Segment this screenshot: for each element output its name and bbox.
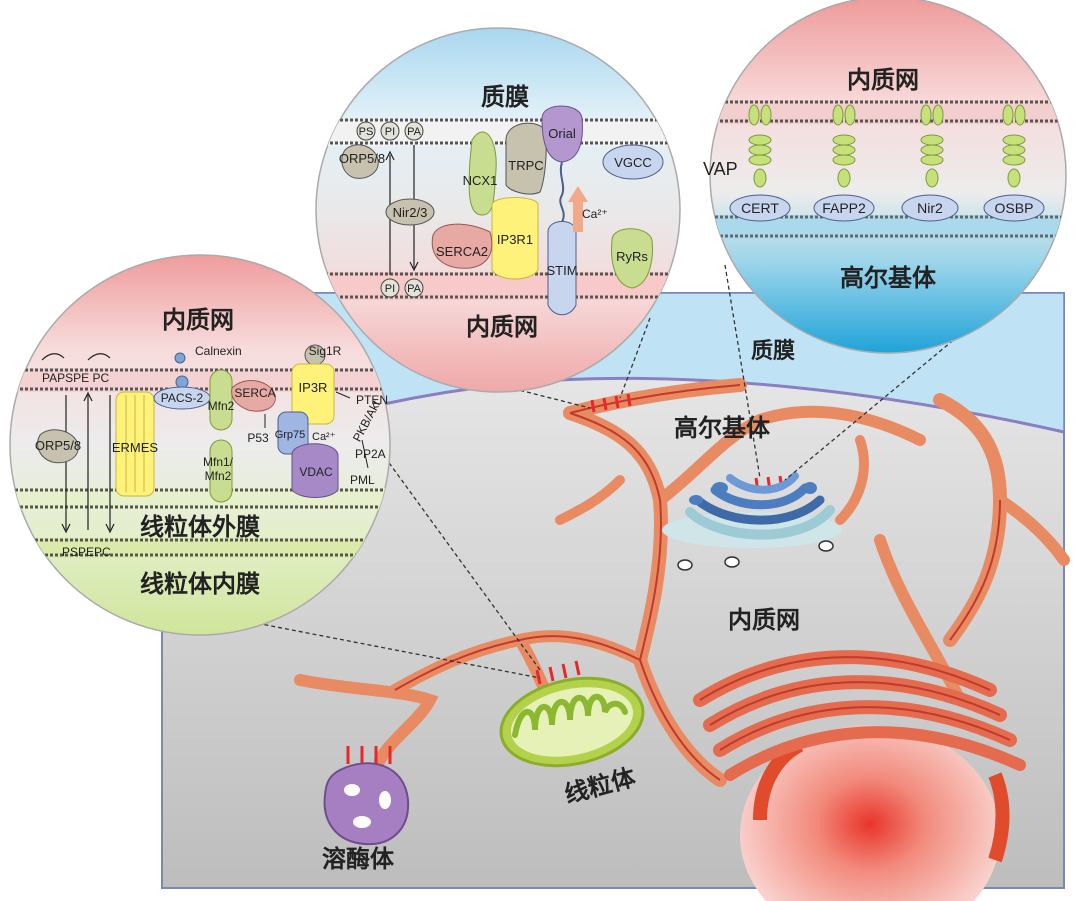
mito-panel-title-inner: 线粒体内膜	[140, 570, 260, 598]
lipid-pa-bottom: PA	[407, 283, 422, 295]
ip3r1-protein: IP3R1	[491, 197, 539, 280]
sig1r-label: Sig1R	[309, 344, 342, 358]
pten-label: PTEN	[356, 393, 388, 407]
sig1r-protein: Sig1R	[304, 344, 342, 366]
pp2a-label: PP2A	[355, 447, 386, 461]
vap-label: VAP	[703, 159, 738, 179]
serca-label: SERCA	[234, 386, 275, 400]
p53-label: P53	[247, 431, 269, 445]
grp75-protein: Grp75	[275, 411, 309, 455]
vap-stalk-1	[748, 104, 772, 188]
nir23-protein: Nir2/3	[385, 198, 435, 226]
connector-lines	[229, 264, 981, 679]
ryrs-protein: RyRs	[611, 228, 653, 289]
nir2-label: Nir2	[917, 200, 943, 216]
ermes-protein: ERMES	[112, 391, 159, 497]
serca-mito-protein: SERCA	[231, 380, 276, 412]
label-er: 内质网	[728, 606, 800, 634]
pm-er-panel: 质膜 内质网 PS PI PA PI PA ORP5/8	[315, 27, 681, 393]
pten-label-group: PTEN	[335, 391, 388, 407]
label-plasma-membrane: 质膜	[751, 339, 795, 364]
trpc-protein: TRPC	[505, 122, 547, 195]
orp58-mito-protein: ORP5/8	[35, 429, 81, 464]
cert-label: CERT	[741, 200, 779, 216]
pm-lipids-bottom: PI PA	[380, 278, 424, 298]
lysosome	[323, 762, 410, 846]
grp75-label: Grp75	[275, 429, 306, 441]
vap-stalk-4	[1002, 104, 1026, 188]
orp58-label: ORP5/8	[339, 151, 385, 166]
pm-panel-title: 质膜	[481, 83, 529, 111]
membrane-bilayer-top	[316, 118, 680, 146]
golgi-panel-title-golgi: 高尔基体	[840, 264, 937, 292]
fapp2-label: FAPP2	[822, 200, 866, 216]
label-lysosome: 溶酶体	[322, 845, 395, 873]
ip3r-mito-protein: IP3R	[291, 363, 335, 425]
mito-lipid-arrows	[41, 353, 115, 534]
ermes-label: ERMES	[112, 440, 159, 455]
orp58-protein: ORP5/8	[339, 144, 385, 179]
nucleus	[740, 725, 1010, 901]
vap-stalk-3	[920, 104, 944, 188]
mito-panel-title-outer: 线粒体外膜	[140, 513, 260, 541]
mfn2-label: Mfn2	[208, 399, 235, 413]
calnexin-protein: Calnexin	[174, 344, 242, 364]
er-lumen-lines	[394, 384, 1011, 781]
mito-lipids-top: PAPSPE PC	[42, 371, 109, 385]
mfn12-label: Mfn1/	[203, 455, 234, 469]
golgi-apparatus	[662, 472, 842, 571]
mfn2-er-protein: Mfn2	[208, 369, 235, 431]
vgcc-protein: VGCC	[602, 144, 664, 180]
trpc-label: TRPC	[508, 158, 543, 173]
pm-lipids-top: PS PI PA	[356, 121, 424, 141]
pacs2-label: PACS-2	[161, 391, 204, 405]
pml-label: PML	[350, 473, 375, 487]
pm-panel-title-er: 内质网	[466, 313, 538, 341]
mitochondrion	[499, 676, 645, 768]
golgi-panel-title-er: 内质网	[847, 66, 919, 94]
mfn12-label-b: Mfn2	[205, 469, 232, 483]
ncx1-protein: NCX1	[463, 131, 498, 216]
er-golgi-panel: 内质网 高尔基体 VAP	[703, 0, 1067, 354]
serca2-protein: SERCA2	[431, 223, 493, 269]
orp58-mito-label: ORP5/8	[35, 438, 81, 453]
ryrs-label: RyRs	[616, 249, 648, 264]
osbp-label: OSBP	[995, 200, 1034, 216]
mfn12-mito-protein: Mfn1/ Mfn2	[203, 439, 234, 503]
stim-protein: STIM	[546, 161, 578, 316]
lipid-ps: PS	[359, 126, 374, 138]
vap-proteins	[748, 104, 1026, 188]
er-mito-panel: 内质网 线粒体外膜 线粒体内膜 PAPSPE PC PSPEPC ORP5/8 …	[9, 254, 391, 636]
orai-protein: Orial	[541, 105, 583, 163]
vdac-label: VDAC	[299, 465, 333, 479]
p53-label-group: P53	[247, 414, 269, 445]
lipid-pi-bottom: PI	[385, 283, 395, 295]
ca-label-pm: Ca²⁺	[582, 207, 608, 221]
ip3r-label: IP3R	[299, 380, 328, 395]
lipid-pi: PI	[385, 126, 395, 138]
ip3r1-label: IP3R1	[497, 232, 533, 247]
orai-label: Orial	[548, 126, 576, 141]
mito-lipids-bottom: PSPEPC	[62, 545, 111, 559]
serca2-label: SERCA2	[436, 244, 488, 259]
vap-stalk-2	[832, 104, 856, 188]
lipid-pa: PA	[407, 126, 422, 138]
ca-flow: Ca²⁺	[568, 186, 608, 232]
nir23-label: Nir2/3	[393, 205, 428, 220]
golgi-lipid-transfer-proteins: CERT FAPP2 Nir2 OSBP	[729, 194, 1045, 222]
vdac-protein: VDAC	[291, 443, 339, 498]
pml-label-group: PML	[350, 439, 375, 487]
pacs2-protein: PACS-2	[153, 375, 211, 410]
label-golgi: 高尔基体	[674, 414, 771, 442]
vgcc-label: VGCC	[614, 155, 652, 170]
stim-label: STIM	[546, 263, 577, 278]
ca-label-mito: Ca²⁺	[312, 431, 336, 443]
calnexin-label: Calnexin	[195, 344, 242, 358]
mito-panel-title-er: 内质网	[162, 306, 234, 334]
ncx1-label: NCX1	[463, 173, 498, 188]
